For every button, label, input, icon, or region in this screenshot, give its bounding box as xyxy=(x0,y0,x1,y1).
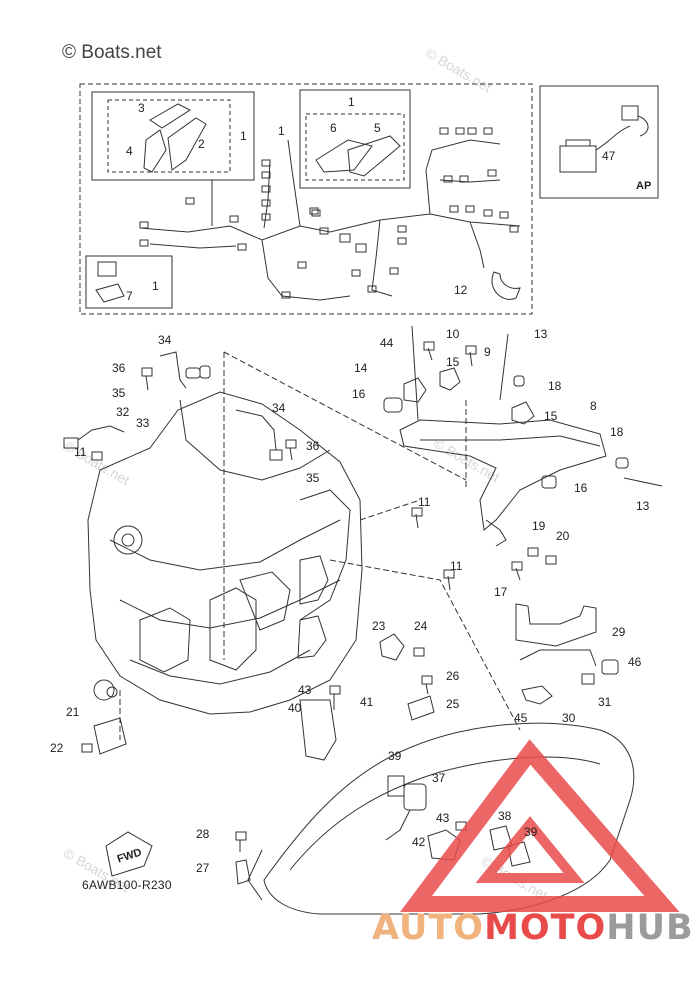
subassembly-dashed-box xyxy=(305,113,405,181)
callout: 25 xyxy=(446,697,460,711)
callout: 40 xyxy=(288,701,302,715)
callout: 28 xyxy=(196,827,210,841)
logo-hub: HUB xyxy=(606,908,694,948)
callout: 27 xyxy=(196,861,210,875)
callout: 1 xyxy=(152,279,159,293)
callout: 19 xyxy=(532,519,546,533)
callout: 45 xyxy=(514,711,528,725)
callout: 22 xyxy=(50,741,64,755)
callout: 8 xyxy=(590,399,597,413)
callout: 2 xyxy=(198,137,205,151)
callout: 11 xyxy=(74,445,87,459)
callout: 39 xyxy=(388,749,402,763)
callout: 9 xyxy=(484,345,491,359)
callout: 18 xyxy=(610,425,624,439)
subassembly-box xyxy=(85,255,173,309)
harness-cover xyxy=(167,117,207,171)
callout: 13 xyxy=(636,499,650,513)
copyright-text: © Boats.net xyxy=(62,42,162,63)
callout: 1 xyxy=(240,129,247,143)
callout: 32 xyxy=(116,405,130,419)
callout: 36 xyxy=(306,439,320,453)
callout: 5 xyxy=(374,121,381,135)
callout: 35 xyxy=(306,471,320,485)
ap-label: AP xyxy=(636,180,652,192)
callout: 31 xyxy=(598,695,612,709)
callout: 33 xyxy=(136,416,150,430)
callout: 1 xyxy=(278,124,285,138)
callout: 16 xyxy=(352,387,366,401)
callout: 6 xyxy=(330,121,337,135)
subassembly-box xyxy=(299,89,411,189)
callout: 47 xyxy=(602,149,616,163)
callout: 16 xyxy=(574,481,588,495)
callout: 10 xyxy=(446,327,460,341)
callout-labels: 3 4 2 1 1 1 6 5 47 1 7 12 34 44 10 13 9 … xyxy=(50,95,650,875)
callout: 36 xyxy=(112,361,126,375)
callout: 44 xyxy=(380,336,394,350)
callout: 24 xyxy=(414,619,428,633)
callout: 39 xyxy=(524,825,538,839)
harness-holder xyxy=(347,135,401,177)
callout: 37 xyxy=(432,771,446,785)
callout: 11 xyxy=(418,495,431,509)
diagram-code: 6AWB100-R230 xyxy=(82,878,172,892)
callout: 23 xyxy=(372,619,386,633)
callout: 21 xyxy=(66,705,80,719)
callout: 41 xyxy=(360,695,374,709)
ap-box xyxy=(539,85,659,199)
logo-triangle xyxy=(400,739,680,912)
callout: 4 xyxy=(126,144,133,158)
subassembly-box xyxy=(91,91,255,181)
subassembly-dashed-box xyxy=(107,99,231,173)
callout: 38 xyxy=(498,809,512,823)
callout: 30 xyxy=(562,711,576,725)
callout: 43 xyxy=(298,683,312,697)
callout: 17 xyxy=(494,585,508,599)
callout: 34 xyxy=(158,333,172,347)
callout: 42 xyxy=(412,835,426,849)
callout: 18 xyxy=(548,379,562,393)
logo-auto: AUTO xyxy=(372,908,485,948)
callout: 12 xyxy=(454,283,468,297)
harness-group-box xyxy=(79,83,533,315)
callout: 14 xyxy=(354,361,368,375)
harness-holder xyxy=(315,139,373,173)
harness-clip xyxy=(143,129,167,173)
callout: 1 xyxy=(348,95,355,109)
callout: 15 xyxy=(446,355,460,369)
callout: 3 xyxy=(138,101,145,115)
callout: 15 xyxy=(544,409,558,423)
callout: 35 xyxy=(112,386,126,400)
callout: 13 xyxy=(534,327,548,341)
callout: 20 xyxy=(556,529,570,543)
callout: 7 xyxy=(126,289,133,303)
callout: 43 xyxy=(436,811,450,825)
automotohub-logo: AUTOMOTOHUB xyxy=(372,908,694,948)
harness-cover xyxy=(149,103,192,129)
logo-moto: MOTO xyxy=(484,908,607,948)
callout: 46 xyxy=(628,655,642,669)
callout: 11 xyxy=(450,559,463,573)
callout: 34 xyxy=(272,401,286,415)
callout: 26 xyxy=(446,669,460,683)
callout: 29 xyxy=(612,625,626,639)
